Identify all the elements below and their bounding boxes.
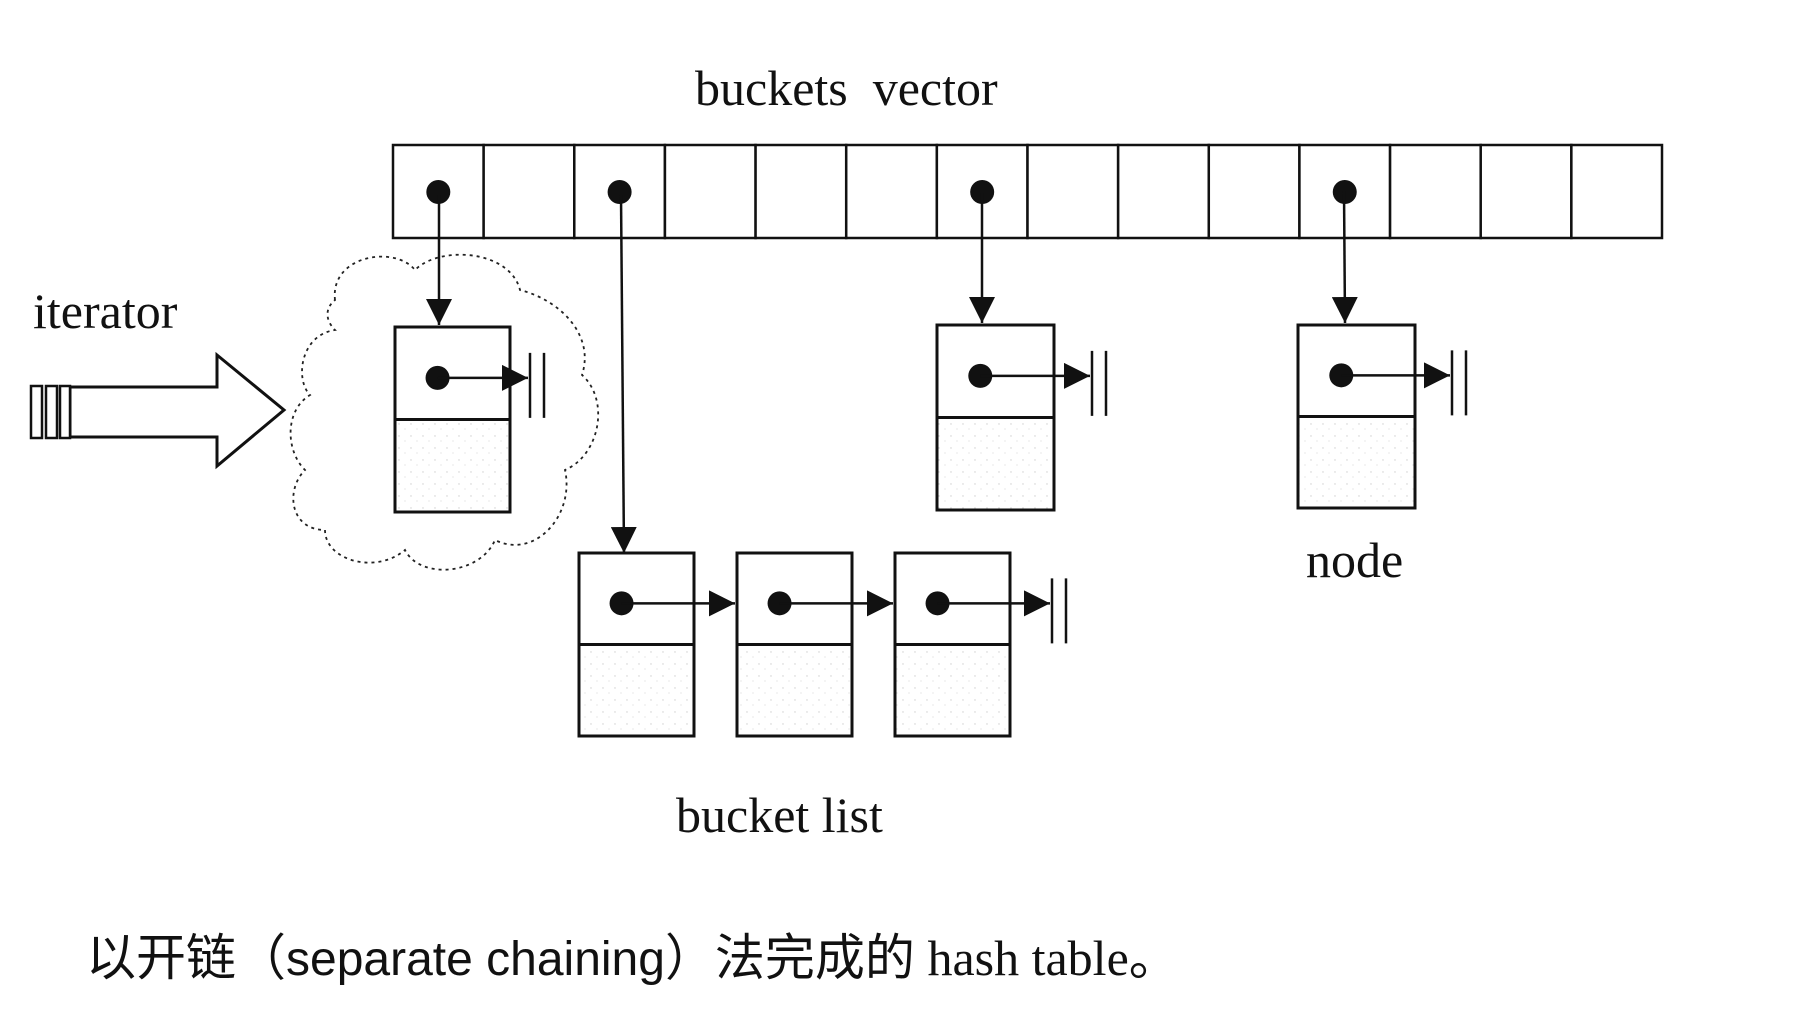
bucket-cell <box>573 143 667 240</box>
bucket-cell <box>482 143 576 240</box>
bucket-pointer-dot <box>426 180 451 204</box>
figure-caption: 以开链（separate chaining）法完成的 hash table。 <box>86 929 1179 987</box>
node-value-field <box>1296 415 1417 510</box>
node-next-field <box>577 551 696 646</box>
iterator-label: iterator <box>33 283 178 339</box>
bucket-cell <box>663 143 757 240</box>
bucket-pointer-dot <box>970 180 995 204</box>
hash-node <box>893 551 1068 738</box>
hash-node <box>393 325 546 514</box>
bucket-cell <box>1026 143 1120 240</box>
node-value-field <box>577 643 696 738</box>
bucket-cell <box>1570 143 1664 240</box>
hash-node <box>577 551 735 738</box>
node-next-field <box>935 323 1056 419</box>
node-label: node <box>1306 532 1403 588</box>
bucket-cell <box>1207 143 1301 240</box>
node-value-field <box>393 418 512 514</box>
bucket-cell <box>1116 143 1211 240</box>
pointer-bucket-10 <box>1331 190 1358 324</box>
bucket-pointer-dot <box>607 180 632 204</box>
node-next-field <box>735 551 854 646</box>
bucket-cell <box>1388 143 1482 240</box>
node-next-field <box>393 325 512 421</box>
node-value-field <box>893 643 1012 738</box>
bucket-cell <box>844 143 939 240</box>
bucket-cell <box>1479 143 1573 240</box>
caption-suffix: hash table。 <box>915 930 1179 986</box>
nodes <box>393 323 1468 738</box>
node-value-field <box>735 643 854 738</box>
caption-term: separate chaining <box>286 933 665 986</box>
node-next-field <box>893 551 1012 646</box>
hash-node <box>1296 323 1468 510</box>
bucket-list-label: bucket list <box>676 787 883 843</box>
bucket-cell <box>754 143 848 240</box>
iterator-arrow <box>29 351 287 470</box>
caption-prefix: 以开链（ <box>86 929 286 987</box>
bucket-pointers <box>426 190 1358 554</box>
iterator-highlight-cloud <box>289 253 600 571</box>
node-value-field <box>935 416 1056 512</box>
hash-node <box>935 323 1108 512</box>
pointer-bucket-2 <box>610 194 637 554</box>
buckets-vector-label: buckets vector <box>695 60 998 116</box>
hash-node <box>735 551 893 738</box>
buckets-vector <box>391 143 1664 240</box>
node-next-field <box>1296 323 1417 418</box>
caption-middle: ）法完成的 <box>665 929 915 987</box>
